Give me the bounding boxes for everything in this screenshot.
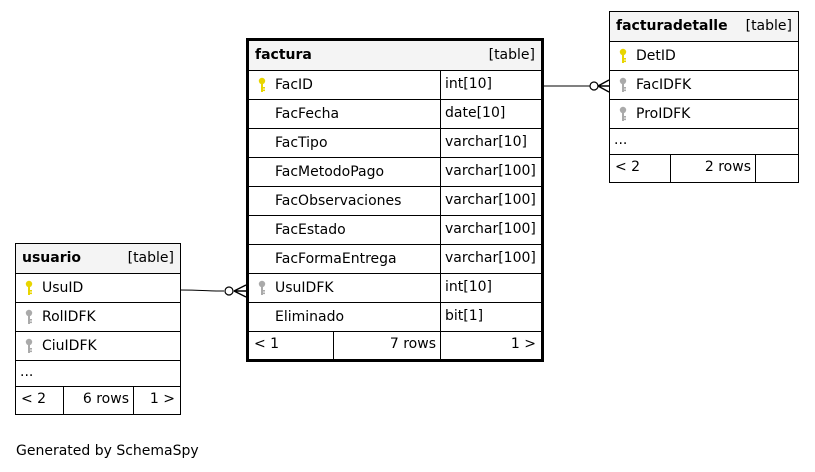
- foreign-key-icon: [619, 106, 627, 121]
- column-row[interactable]: ProIDFK: [610, 100, 798, 129]
- column-name: FacFormaEntrega: [275, 251, 397, 267]
- column-type: varchar[100]: [440, 245, 541, 273]
- table-footer: < 2 2 rows: [610, 155, 798, 182]
- column-row[interactable]: FacObservaciones varchar[100]: [249, 187, 541, 216]
- foreign-key-icon: [619, 77, 627, 92]
- column-name-cell: ProIDFK: [610, 100, 798, 128]
- table-header: usuario [table]: [16, 244, 180, 274]
- column-name: RolIDFK: [42, 309, 96, 325]
- column-name-cell: FacEstado: [249, 216, 440, 244]
- parents-count: < 1: [254, 336, 280, 352]
- column-name-cell: FacTipo: [249, 129, 440, 157]
- relation-optional-circle: [589, 81, 599, 91]
- column-row[interactable]: FacFecha date[10]: [249, 100, 541, 129]
- table-facturadetalle[interactable]: facturadetalle [table] DetID FacIDFK ProID…: [609, 11, 799, 183]
- column-name: ProIDFK: [636, 106, 691, 122]
- column-row[interactable]: UsuIDFK int[10]: [249, 274, 541, 303]
- children-count: 1 >: [440, 332, 541, 359]
- column-row[interactable]: Eliminado bit[1]: [249, 303, 541, 332]
- table-header: facturadetalle [table]: [610, 12, 798, 42]
- column-name: UsuID: [42, 280, 84, 296]
- relation-crowfoot: [597, 79, 610, 93]
- relation-crowfoot: [233, 284, 247, 298]
- column-name-cell: CiuIDFK: [16, 332, 180, 360]
- column-name-cell: FacMetodoPago: [249, 158, 440, 186]
- column-type: varchar[100]: [440, 216, 541, 244]
- column-name: FacObservaciones: [275, 193, 402, 209]
- column-type: int[10]: [440, 71, 541, 99]
- column-name-cell: DetID: [610, 42, 798, 70]
- column-row[interactable]: FacFormaEntrega varchar[100]: [249, 245, 541, 274]
- column-name: FacFecha: [275, 106, 340, 122]
- generated-by-text: Generated by SchemaSpy: [16, 443, 199, 459]
- column-list: UsuID RolIDFK CiuIDFK: [16, 274, 180, 361]
- column-name-cell: FacIDFK: [610, 71, 798, 99]
- column-name-cell: RolIDFK: [16, 303, 180, 331]
- table-tag: [table]: [488, 47, 535, 63]
- column-name: FacEstado: [275, 222, 346, 238]
- parents-count: < 2: [21, 391, 47, 407]
- children-count: [755, 155, 798, 182]
- column-name: UsuIDFK: [275, 280, 334, 296]
- column-name-cell: FacFormaEntrega: [249, 245, 440, 273]
- column-name-cell: UsuIDFK: [249, 274, 440, 302]
- column-row[interactable]: DetID: [610, 42, 798, 71]
- column-type: varchar[100]: [440, 187, 541, 215]
- column-name: FacIDFK: [636, 77, 692, 93]
- foreign-key-icon: [25, 309, 33, 324]
- column-name: CiuIDFK: [42, 338, 97, 354]
- more-columns: ...: [610, 129, 798, 155]
- parents-count: < 2: [615, 159, 641, 175]
- table-footer: < 1 7 rows 1 >: [249, 332, 541, 359]
- column-name-cell: FacFecha: [249, 100, 440, 128]
- table-factura[interactable]: factura [table] FacID int[10] FacFecha date…: [246, 38, 544, 362]
- column-type: int[10]: [440, 274, 541, 302]
- table-tag: [table]: [127, 250, 174, 266]
- primary-key-icon: [258, 77, 266, 92]
- table-header: factura [table]: [249, 41, 541, 71]
- column-row[interactable]: CiuIDFK: [16, 332, 180, 361]
- column-name: FacTipo: [275, 135, 328, 151]
- table-name: usuario: [22, 250, 82, 266]
- column-list: DetID FacIDFK ProIDFK: [610, 42, 798, 129]
- column-name: FacMetodoPago: [275, 164, 385, 180]
- relation-optional-circle: [224, 286, 234, 296]
- primary-key-icon: [25, 280, 33, 295]
- column-row[interactable]: UsuID: [16, 274, 180, 303]
- rows-count: 6 rows: [63, 387, 133, 414]
- column-name-cell: FacID: [249, 71, 440, 99]
- foreign-key-icon: [258, 280, 266, 295]
- column-name-cell: FacObservaciones: [249, 187, 440, 215]
- table-footer: < 2 6 rows 1 >: [16, 387, 180, 414]
- column-name: DetID: [636, 48, 676, 64]
- rows-count: 7 rows: [333, 332, 440, 359]
- column-row[interactable]: FacID int[10]: [249, 71, 541, 100]
- column-row[interactable]: FacTipo varchar[10]: [249, 129, 541, 158]
- column-type: date[10]: [440, 100, 541, 128]
- relation-usuario-factura: [179, 289, 225, 292]
- primary-key-icon: [619, 48, 627, 63]
- column-list: FacID int[10] FacFecha date[10] FacTipo varch…: [249, 71, 541, 332]
- column-row[interactable]: FacIDFK: [610, 71, 798, 100]
- column-type: varchar[10]: [440, 129, 541, 157]
- column-row[interactable]: RolIDFK: [16, 303, 180, 332]
- table-tag: [table]: [745, 18, 792, 34]
- column-row[interactable]: FacEstado varchar[100]: [249, 216, 541, 245]
- foreign-key-icon: [25, 338, 33, 353]
- column-name: Eliminado: [275, 309, 345, 325]
- column-row[interactable]: FacMetodoPago varchar[100]: [249, 158, 541, 187]
- column-name-cell: UsuID: [16, 274, 180, 302]
- column-type: bit[1]: [440, 303, 541, 331]
- table-name: facturadetalle: [616, 18, 728, 34]
- column-name: FacID: [275, 77, 313, 93]
- column-name-cell: Eliminado: [249, 303, 440, 331]
- rows-count: 2 rows: [670, 155, 755, 182]
- column-type: varchar[100]: [440, 158, 541, 186]
- more-columns: ...: [16, 361, 180, 387]
- children-count: 1 >: [133, 387, 180, 414]
- table-name: factura: [255, 47, 312, 63]
